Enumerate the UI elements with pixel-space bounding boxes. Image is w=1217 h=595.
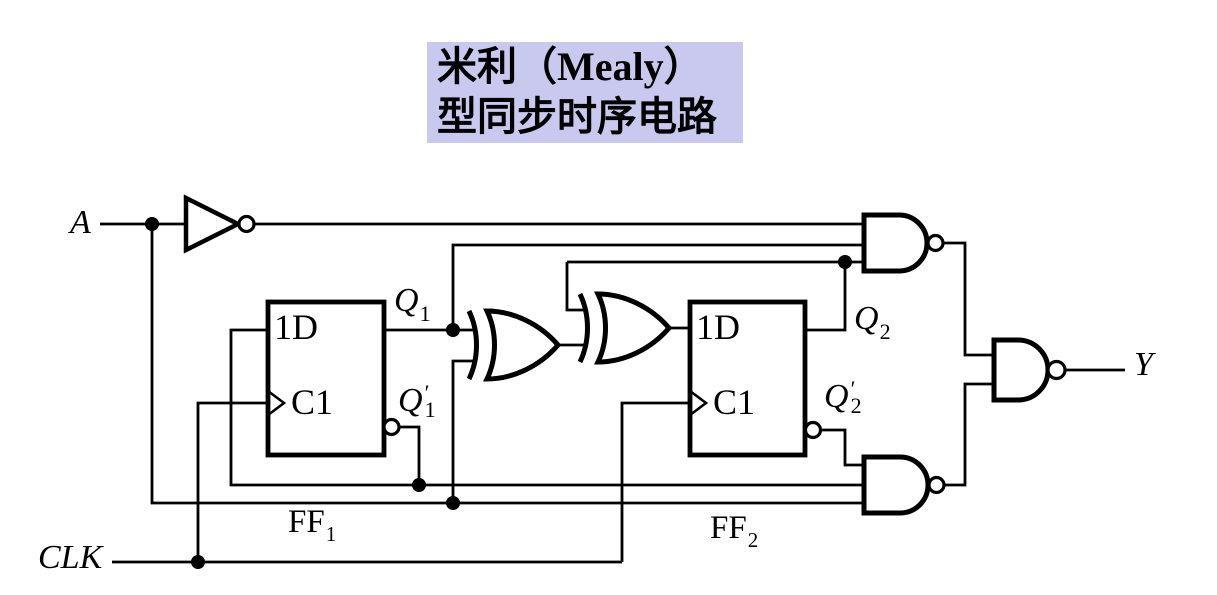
q2-not-base: Q	[824, 378, 849, 415]
q1-not-prime: ′	[424, 380, 430, 405]
ff2-clock-triangle-icon	[689, 389, 709, 417]
nand-output-bubble-icon	[1046, 359, 1067, 381]
ff1-clock-input-label: C1	[291, 382, 334, 422]
ff1-qnot-bubble-icon	[382, 417, 401, 437]
ff1-clock-triangle-icon	[267, 389, 287, 417]
nand-top-bubble-icon	[926, 233, 945, 253]
label-ff1: FF1	[288, 504, 336, 545]
ff2-name-subscript: 2	[747, 528, 759, 552]
q2-base: Q	[854, 300, 879, 337]
q1-subscript: 1	[419, 301, 431, 326]
xor2-back-arc	[577, 292, 590, 364]
ff2-name-base: FF	[710, 510, 747, 546]
label-q1-not: Q′1	[398, 382, 436, 423]
ff2-symbol	[687, 299, 823, 458]
label-q2: Q2	[854, 300, 891, 343]
xor1-back-arc	[466, 309, 479, 381]
nand-bottom-gate	[861, 454, 946, 516]
label-q1: Q1	[394, 282, 431, 325]
title-banner: 米利（Mealy） 型同步时序电路	[427, 42, 743, 143]
xor1-gate	[466, 308, 562, 382]
inverter-bubble-icon	[237, 214, 256, 234]
inverter-triangle	[183, 194, 244, 254]
nand-output-body	[991, 337, 1051, 403]
label-ff2: FF2	[710, 510, 758, 551]
ff2-box	[687, 299, 808, 458]
wire-clk-to-ff1	[196, 401, 270, 562]
label-input-a: A	[70, 204, 91, 241]
label-q2-not: Q′2	[824, 378, 862, 419]
nand-top-gate	[861, 212, 945, 274]
label-clock: CLK	[38, 539, 103, 576]
xor2-body	[594, 291, 673, 365]
q2-subscript: 2	[879, 319, 891, 344]
q1-not-base: Q	[398, 382, 423, 419]
ff2-clock-input-label: C1	[713, 382, 756, 422]
title-line-1: 米利（Mealy）	[437, 44, 704, 89]
q1-not-stack: ′1	[425, 382, 436, 421]
wire-nandbottom-to-output-nand	[944, 382, 994, 487]
q2-not-prime: ′	[850, 376, 856, 401]
junction-dot	[838, 255, 852, 269]
wire-q1not-feedback	[399, 425, 421, 485]
ff1-name-base: FF	[288, 504, 325, 540]
nand-output-gate	[991, 337, 1067, 403]
junction-dot	[446, 323, 460, 337]
ff1-box	[265, 299, 387, 458]
nand-bottom-body	[861, 454, 931, 516]
label-output-y: Y	[1134, 346, 1153, 383]
nand-bottom-bubble-icon	[927, 475, 946, 495]
nand-top-body	[861, 212, 930, 274]
wire-nandtop-to-output-nand	[943, 241, 994, 357]
q2-not-stack: ′2	[851, 378, 862, 417]
junction-dot	[145, 217, 159, 231]
junction-dot	[412, 478, 426, 492]
xor1-body	[483, 308, 562, 382]
wire-a-branch-to-nand-bottom	[150, 224, 864, 505]
ff2-data-input-label: 1D	[696, 307, 740, 347]
junction-dot	[191, 555, 205, 569]
junction-dot	[446, 496, 460, 510]
q1-base: Q	[394, 282, 419, 319]
wire-q2fb-to-xor2	[565, 262, 586, 312]
junction-dots	[145, 217, 852, 569]
ff1-data-input-label: 1D	[274, 307, 318, 347]
wire-q2not-to-nand-bottom	[821, 428, 864, 467]
ff2-qnot-bubble-icon	[803, 420, 823, 440]
wire-q1-to-nand-top	[451, 243, 864, 330]
q2-not-subscript: 2	[850, 393, 862, 418]
wires	[100, 222, 1125, 564]
title-line-2: 型同步时序电路	[437, 94, 717, 139]
wire-q1not-line	[229, 328, 864, 487]
wire-q2-up	[805, 262, 847, 332]
inverter-gate	[183, 194, 256, 254]
ff1-symbol	[265, 299, 401, 458]
q1-not-subscript: 1	[424, 397, 436, 422]
wire-clk-to-ff2	[620, 401, 692, 562]
xor2-gate	[577, 291, 673, 365]
wire-a-to-xor1	[451, 359, 473, 503]
ff1-name-subscript: 1	[325, 522, 337, 546]
